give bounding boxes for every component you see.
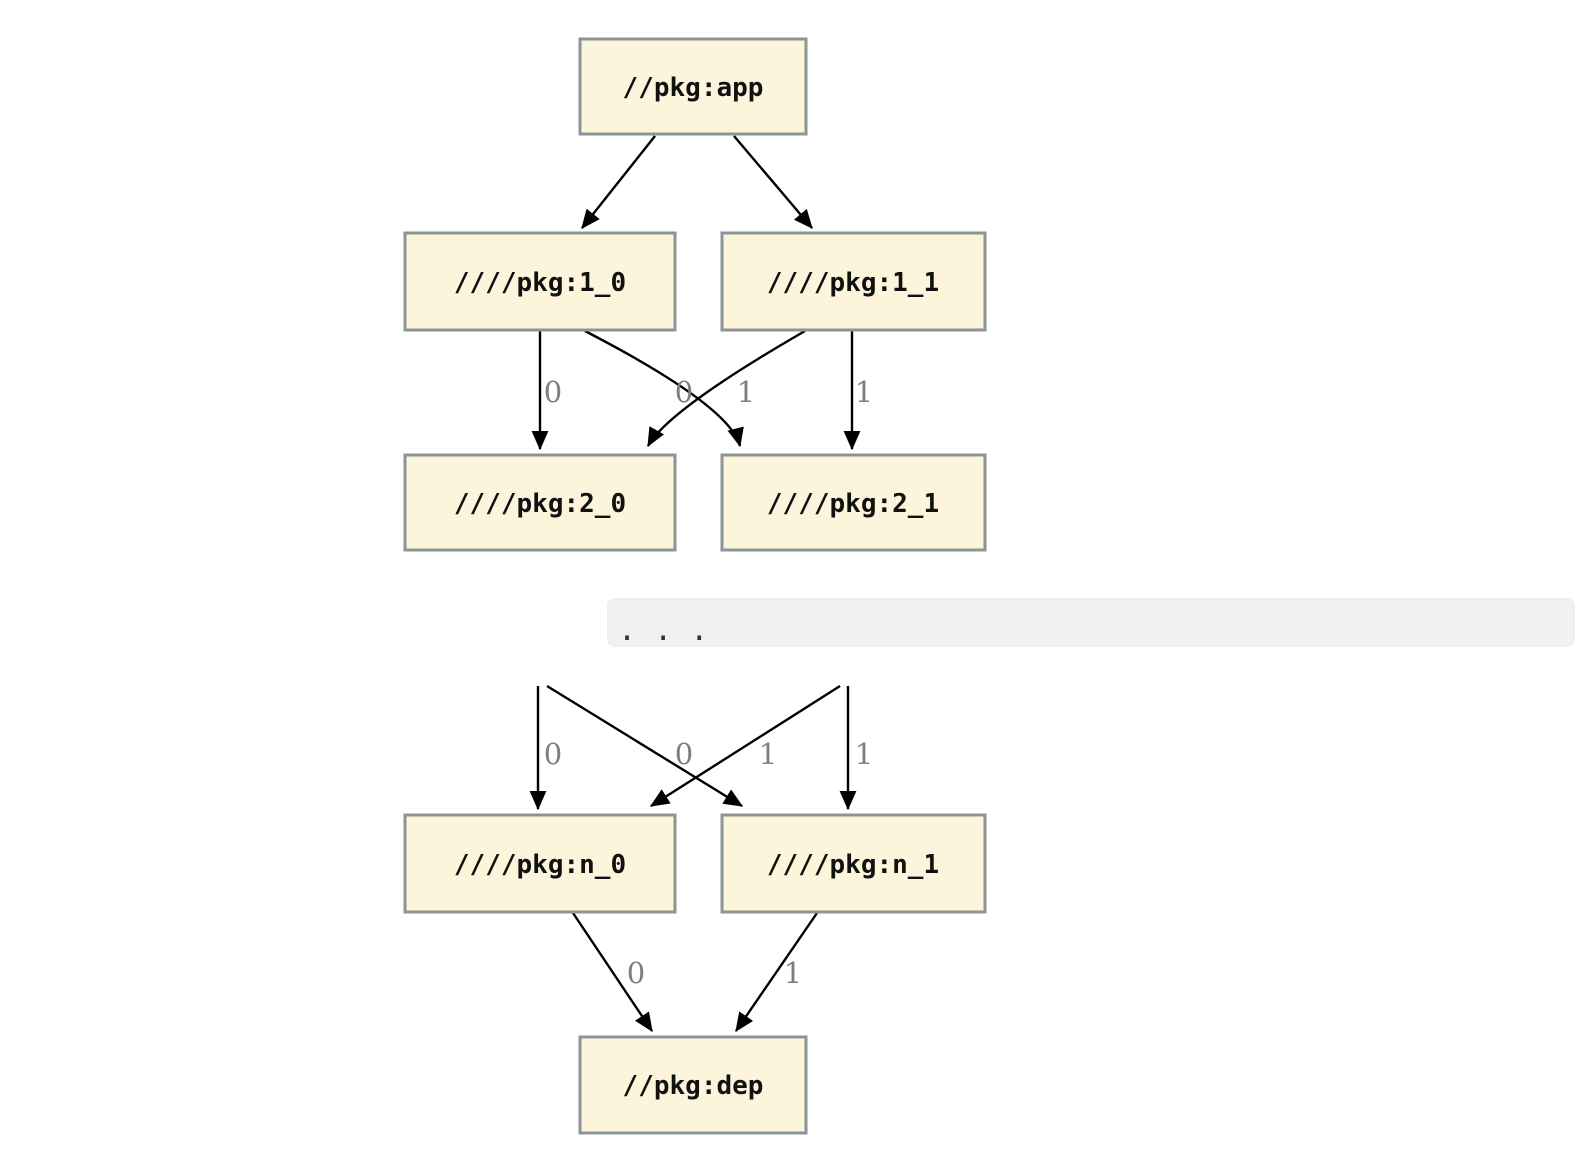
edge-label: 1	[855, 737, 873, 771]
edge-label: 0	[544, 375, 562, 409]
node-dep: //pkg:dep	[578, 1035, 808, 1135]
node-box	[720, 231, 987, 332]
edge-labels-layer: 0 0 1 1 0 0 1 1 0 1	[544, 375, 873, 990]
node-2_0: ////pkg:2_0	[403, 453, 677, 552]
node-box	[403, 813, 677, 914]
edge-1_0-to-2_1	[584, 329, 744, 448]
edge-label: 0	[627, 956, 645, 990]
node-app: //pkg:app	[578, 37, 808, 136]
edge-n_0-to-dep	[572, 912, 653, 1032]
node-label: ////pkg:1_1	[767, 268, 939, 298]
node-box	[720, 453, 987, 552]
ellipsis-band-background	[607, 598, 1575, 647]
edge-1_1-to-2_0	[646, 329, 806, 448]
node-1_1: ////pkg:1_1	[720, 231, 987, 332]
node-label: ////pkg:n_1	[767, 850, 939, 880]
node-box	[720, 813, 987, 914]
node-label: //pkg:dep	[623, 1071, 764, 1101]
node-box	[578, 1035, 808, 1135]
edge-label: 1	[759, 737, 777, 771]
node-label: ////pkg:2_1	[767, 489, 939, 519]
ellipsis-text: . . .	[618, 613, 708, 648]
node-1_0: ////pkg:1_0	[403, 231, 677, 332]
edge-label: 0	[675, 375, 693, 409]
edge-ellipsis-to-n_1-cross	[546, 684, 744, 808]
node-n_1: ////pkg:n_1	[720, 813, 987, 914]
ellipsis-band: . . .	[607, 598, 1575, 648]
edge-label: 1	[784, 956, 802, 990]
edge-label: 0	[675, 737, 693, 771]
edges-layer	[529, 135, 861, 1032]
node-label: ////pkg:2_0	[454, 489, 626, 519]
edge-label: 0	[544, 737, 562, 771]
edge-ellipsis-to-n_0-cross	[649, 684, 841, 808]
edge-n_1-to-dep	[735, 912, 818, 1032]
node-2_1: ////pkg:2_1	[720, 453, 987, 552]
edge-app-to-1_0	[581, 135, 656, 229]
node-box	[403, 231, 677, 332]
edge-app-to-1_1	[733, 135, 813, 229]
node-label: ////pkg:1_0	[454, 268, 626, 298]
edge-label: 1	[855, 375, 873, 409]
node-box	[403, 453, 677, 552]
nodes-layer: //pkg:app ////pkg:1_0 ////pkg:1_1 ////pk…	[403, 37, 987, 1135]
node-box	[578, 37, 808, 136]
edge-label: 1	[737, 375, 755, 409]
node-label: ////pkg:n_0	[454, 850, 626, 880]
node-n_0: ////pkg:n_0	[403, 813, 677, 914]
node-label: //pkg:app	[623, 73, 764, 103]
